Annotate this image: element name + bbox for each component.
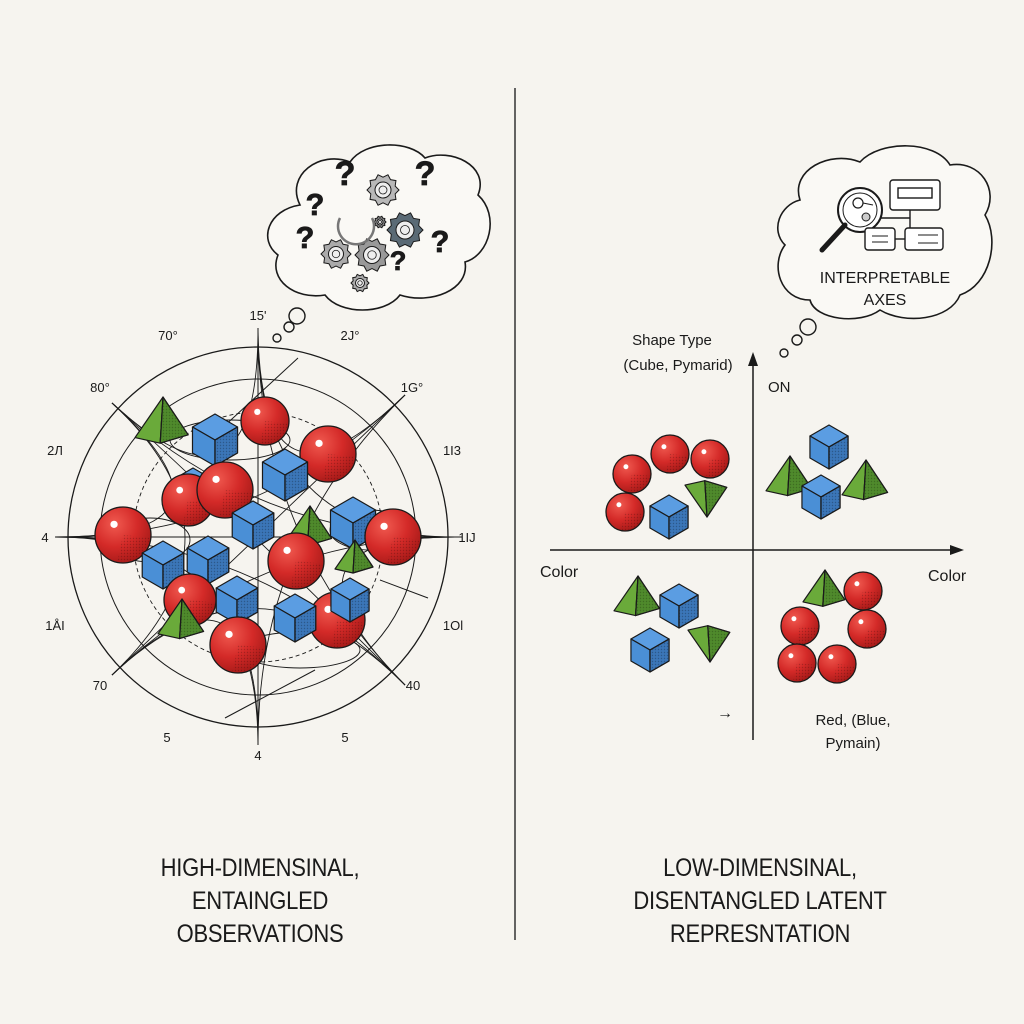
radial-label: 1G° — [401, 380, 424, 395]
pyramid — [841, 459, 889, 501]
right-caption: LOW-DIMENSINAL, DISENTANGLED LATENT REPR… — [575, 852, 945, 951]
bubble-text-line-2: AXES — [864, 292, 907, 309]
radial-label: 2Л — [47, 443, 63, 458]
radial-label: 15' — [250, 308, 267, 323]
y-axis-top-label: ON — [768, 379, 791, 396]
sphere — [196, 461, 254, 519]
cube — [801, 474, 841, 520]
radial-label: 40 — [406, 678, 420, 693]
sphere — [817, 644, 857, 684]
left-caption-line-3: OBSERVATIONS — [176, 920, 344, 948]
cube — [215, 575, 259, 625]
entangled-observation-cluster — [54, 327, 462, 746]
question-mark-icon: ? — [306, 188, 325, 222]
bubble-text-line-1: INTERPRETABLE — [820, 270, 950, 287]
cube — [231, 500, 275, 550]
sphere — [267, 532, 325, 590]
pyramid — [613, 575, 661, 617]
cube — [649, 494, 689, 540]
sphere — [605, 492, 645, 532]
radial-label: 80° — [90, 380, 110, 395]
sphere — [240, 396, 290, 446]
x-axis-arrowhead — [950, 545, 964, 555]
sphere — [299, 425, 357, 483]
cube — [186, 535, 230, 585]
quadrant-bottom-right — [777, 569, 887, 684]
gear-icon — [386, 212, 424, 248]
question-mark-icon: ? — [415, 155, 436, 193]
cube — [261, 448, 309, 502]
quadrant-bottom-left — [613, 575, 731, 673]
y-axis-arrowhead — [748, 352, 758, 366]
cube — [141, 540, 185, 590]
pyramid — [684, 480, 728, 518]
gear-icon — [354, 238, 390, 272]
sphere — [690, 439, 730, 479]
radial-label: 4 — [254, 748, 261, 763]
y-axis-label-line-1: Shape Type — [632, 332, 712, 349]
radial-label: 1I3 — [443, 443, 461, 458]
bottom-label-line-1: Red, (Blue, — [815, 712, 890, 729]
right-caption-line-1: LOW-DIMENSINAL, — [663, 854, 857, 882]
quadrant-clusters — [605, 424, 889, 684]
radial-label: 2J° — [341, 328, 360, 343]
cube — [659, 583, 699, 629]
question-mark-icon: ? — [431, 225, 450, 259]
radial-labels: 15' 2J° 1G° 1I3 1IJ 1Ol 40 5 4 5 70 1ÅI 4 2Л 80° 70° — [41, 308, 475, 763]
radial-label: 1IJ — [458, 530, 475, 545]
sphere — [612, 454, 652, 494]
quadrant-top-right — [765, 424, 889, 520]
gear-icon — [320, 239, 352, 269]
sphere — [843, 571, 883, 611]
magnifier-icon — [819, 187, 883, 253]
small-arrow: → — [717, 705, 733, 722]
question-mark-icon: ? — [296, 221, 315, 255]
sphere — [650, 434, 690, 474]
radial-label: 1ÅI — [45, 618, 65, 633]
latent-axes: Shape Type (Cube, Pymarid) ON Color Colo… — [540, 332, 967, 752]
cube — [191, 413, 239, 467]
right-thought-bubble: INTERPRETABLE AXES — [776, 145, 993, 358]
right-caption-line-3: REPRESNTATION — [669, 920, 851, 948]
question-mark-icon: ? — [335, 155, 356, 193]
question-mark-icon: ? — [390, 245, 407, 276]
bottom-label-line-2: Pymain) — [825, 735, 880, 752]
radial-label: 70° — [158, 328, 178, 343]
x-axis-left-label: Color — [540, 564, 579, 581]
pyramid — [334, 539, 374, 574]
radial-label: 5 — [341, 730, 348, 745]
quadrant-top-left — [605, 434, 730, 540]
sphere — [847, 609, 887, 649]
gear-icon — [373, 215, 387, 229]
sphere — [364, 508, 422, 566]
cube — [630, 627, 670, 673]
radial-label: 1Ol — [443, 618, 463, 633]
right-caption-line-2: DISENTANGLED LATENT — [633, 887, 887, 915]
radial-label: 5 — [163, 730, 170, 745]
y-axis-label-line-2: (Cube, Pymarid) — [623, 357, 732, 374]
radial-label: 70 — [93, 678, 107, 693]
sphere — [780, 606, 820, 646]
cube — [273, 593, 317, 643]
flowchart-icon — [864, 179, 944, 251]
cube — [330, 577, 370, 623]
cube — [329, 496, 377, 550]
left-caption-line-1: HIGH-DIMENSINAL, — [160, 854, 360, 882]
sphere — [94, 506, 152, 564]
left-thought-bubble: ?????? — [267, 144, 491, 343]
pyramid — [157, 598, 205, 640]
pyramid — [802, 569, 846, 607]
gear-icon — [350, 273, 370, 293]
gear-icon — [366, 174, 400, 206]
sphere — [209, 616, 267, 674]
cube — [809, 424, 849, 470]
radial-label: 4 — [41, 530, 48, 545]
pyramid — [134, 396, 189, 444]
pyramid — [687, 625, 731, 663]
left-caption-line-2: ENTAINGLED — [191, 887, 329, 915]
sphere — [777, 643, 817, 683]
x-axis-right-label: Color — [928, 568, 967, 585]
left-caption: HIGH-DIMENSINAL, ENTAINGLED OBSERVATIONS — [84, 852, 436, 951]
